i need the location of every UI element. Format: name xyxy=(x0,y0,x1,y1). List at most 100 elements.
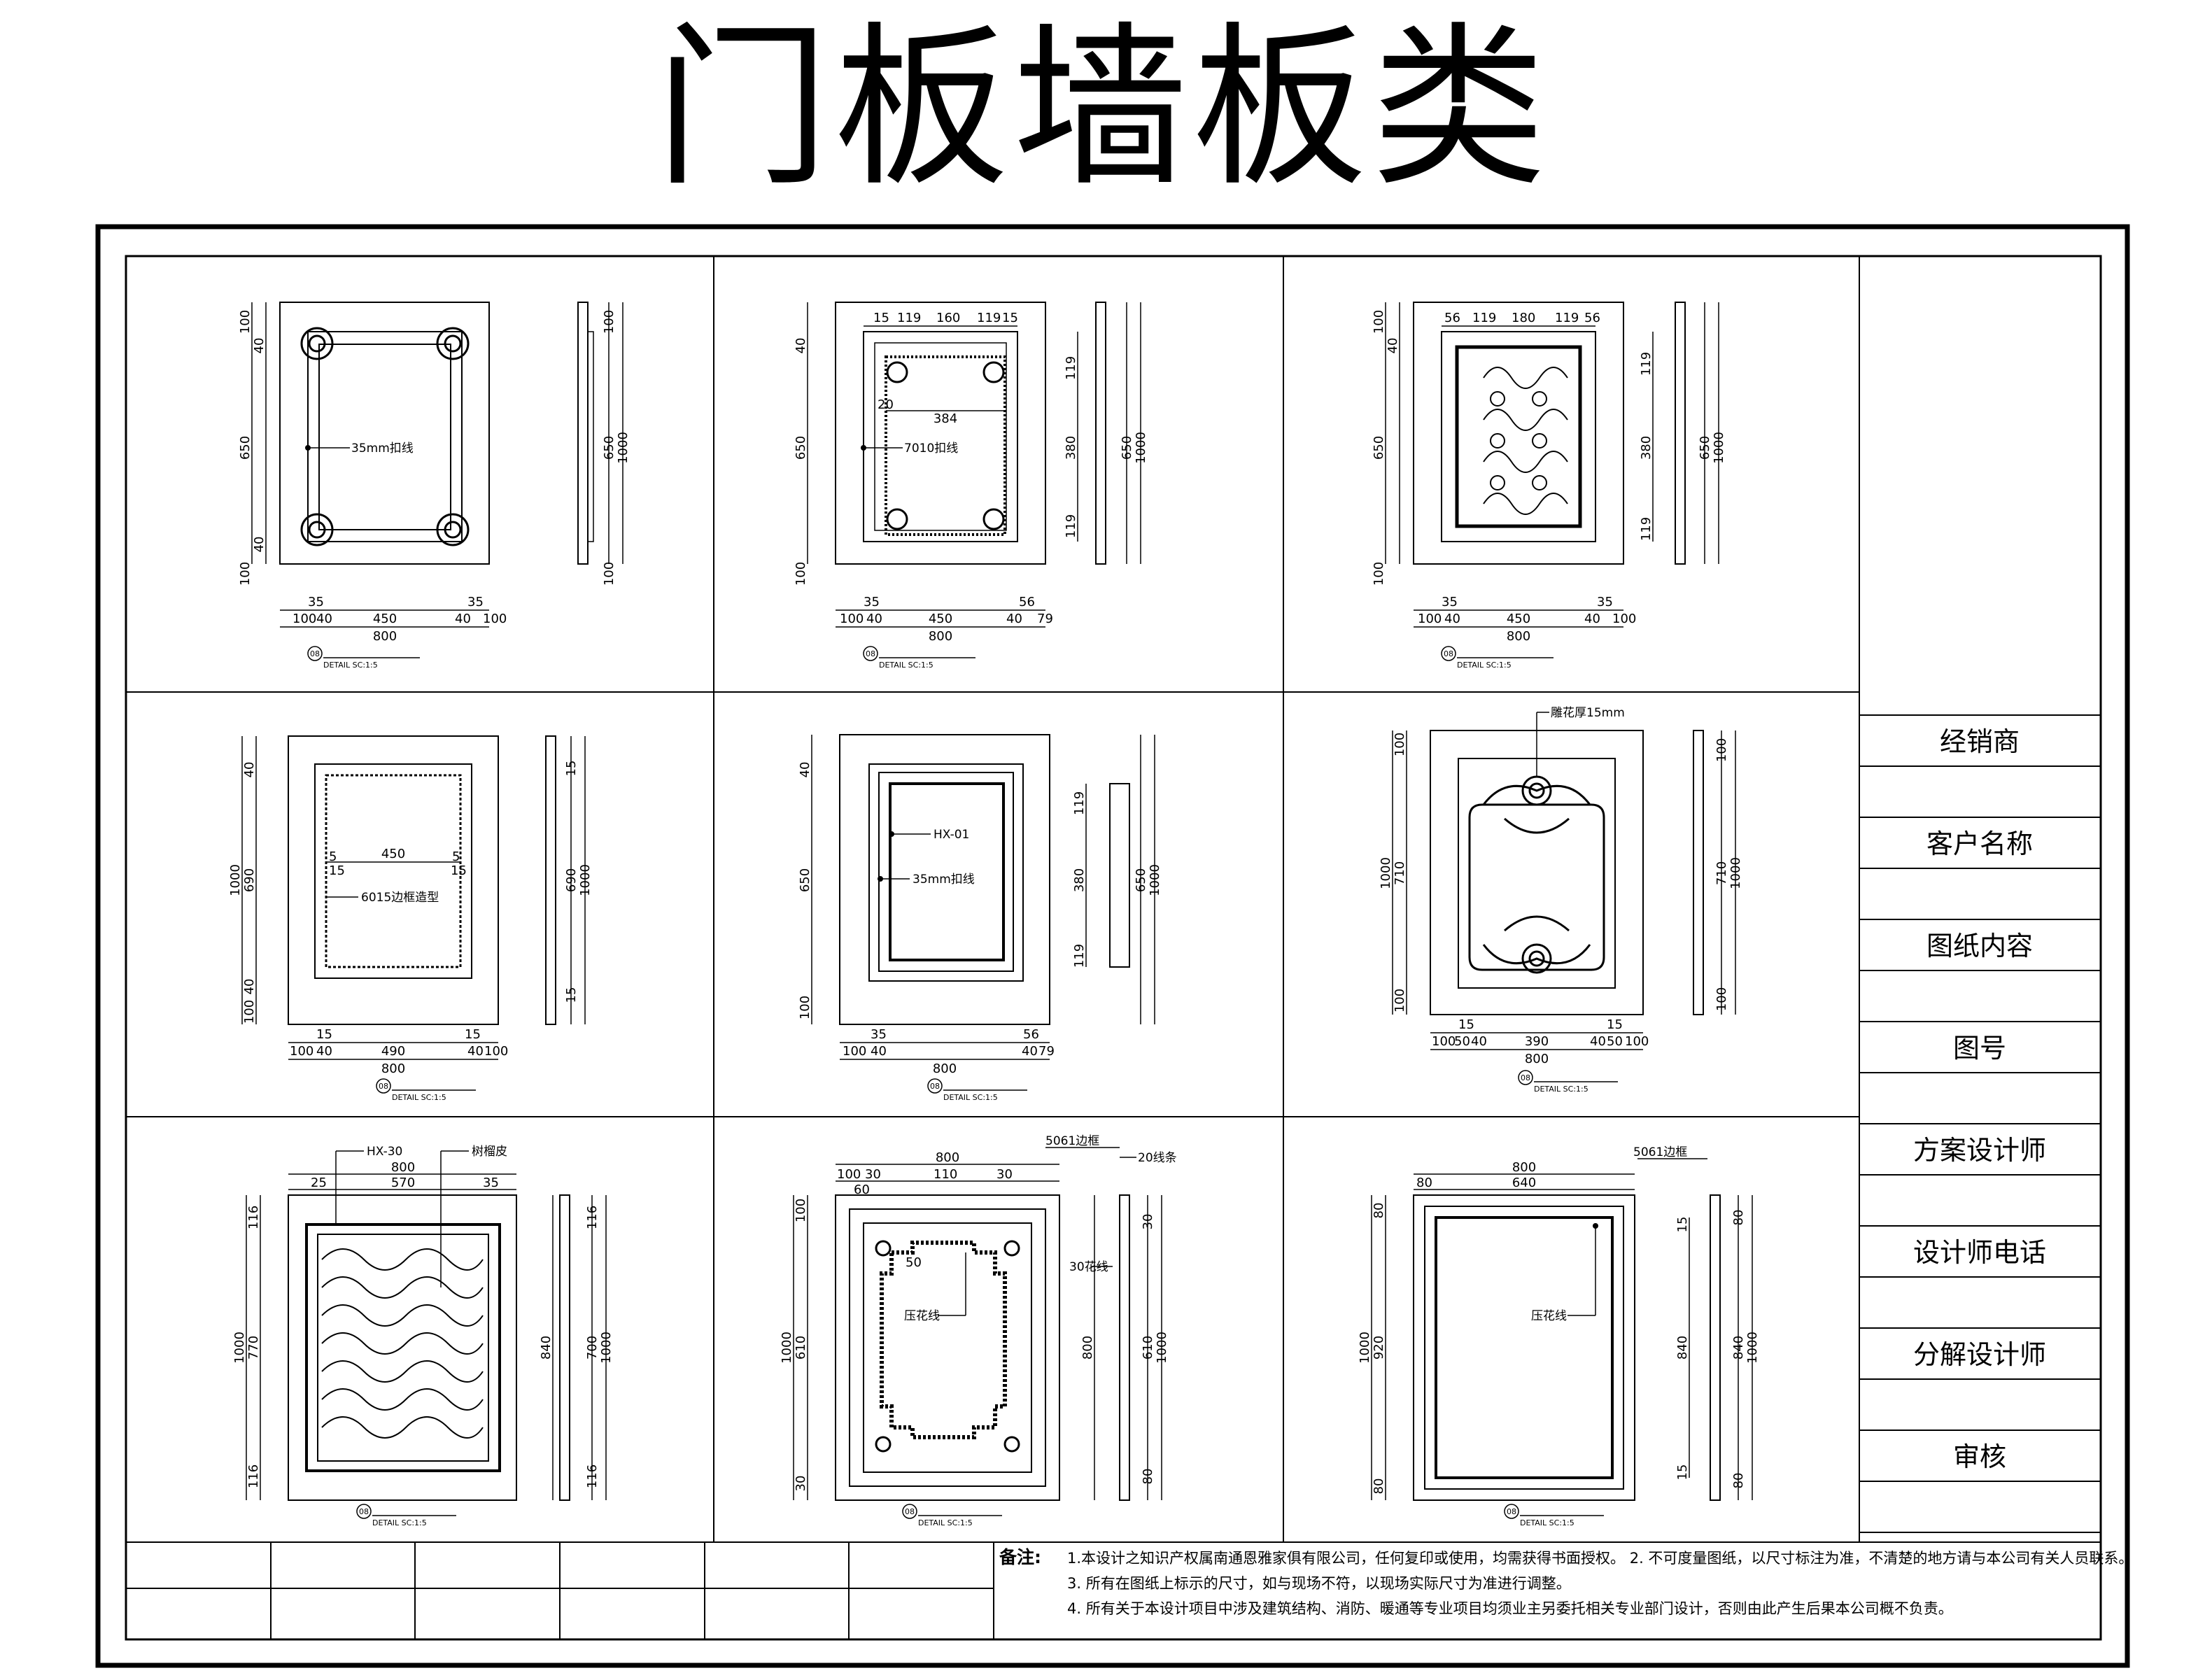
dim-label: 40 xyxy=(467,1044,484,1059)
dim-label: 770 xyxy=(246,1336,261,1360)
dim-label: 15 xyxy=(873,311,889,325)
dim-label: 710 xyxy=(1393,861,1407,885)
dim-label: 35 xyxy=(467,595,484,609)
dim-label: 100 xyxy=(840,612,864,626)
dim-label: 35 xyxy=(871,1027,887,1042)
dim-label: 119 xyxy=(897,311,921,325)
side-profile xyxy=(1693,730,1704,1015)
title-block-label: 方案设计师 xyxy=(1913,1135,2046,1166)
panel-drawing-7: HX-30 树榴皮 800 570 25 35 1000 770 116 116… xyxy=(232,1145,614,1527)
dim-label: 80 xyxy=(1731,1210,1746,1226)
panel-caption: DETAIL SC:1:5 xyxy=(392,1093,446,1102)
title-block-label: 客户名称 xyxy=(1926,828,2033,859)
dim-label: 80 xyxy=(1731,1473,1746,1489)
panel-caption: DETAIL SC:1:5 xyxy=(918,1518,973,1527)
dim-label: 5 xyxy=(452,849,460,864)
dim-label: 840 xyxy=(1675,1336,1690,1360)
dim-label: 40 xyxy=(455,612,471,626)
molding-frame xyxy=(868,763,1024,982)
molding-label: 7010扣线 xyxy=(904,442,958,456)
dim-label: 800 xyxy=(1507,629,1530,644)
dim-label: 100 xyxy=(794,562,808,586)
molding-frame xyxy=(305,1223,501,1472)
dim-label: 100 xyxy=(238,562,253,586)
dim-label: 80 xyxy=(1416,1176,1432,1190)
caption-tag: 08 xyxy=(905,1507,915,1516)
dim-label: 100 xyxy=(1714,738,1729,762)
dim-label: 40 xyxy=(1590,1034,1606,1049)
corner-ornament xyxy=(300,327,470,546)
dim-label: 40 xyxy=(252,338,267,354)
title-block-label: 设计师电话 xyxy=(1913,1237,2046,1268)
panel-drawing-8: 压花线 800 100 30 110 30 60 50 5061边框 20线条 … xyxy=(780,1134,1177,1527)
side-profile xyxy=(1095,302,1106,565)
carved-border xyxy=(325,774,462,968)
dim-label: 40 xyxy=(866,612,882,626)
caption-tag: 08 xyxy=(866,649,875,658)
notes: 备注: 1.本设计之知识产权属南通恩雅家俱有限公司，任何复印或使用，均需获得书面… xyxy=(999,1547,2133,1617)
molding-frame xyxy=(863,331,1018,542)
dim-label: 15 xyxy=(564,761,579,777)
dim-label: 160 xyxy=(936,311,960,325)
dim-label: 50 xyxy=(1454,1034,1470,1049)
side-profile-molding xyxy=(587,331,594,542)
dim-label: 650 xyxy=(602,436,617,460)
title-block-label: 经销商 xyxy=(1940,726,2020,757)
dim-label: 1000 xyxy=(1358,1332,1372,1364)
door-panel-outline xyxy=(288,735,499,1025)
dim-label: 650 xyxy=(1372,436,1386,460)
dim-label: 40 xyxy=(242,762,257,778)
dim-label: 25 xyxy=(311,1176,327,1190)
damask-pattern xyxy=(1483,367,1568,515)
model-label: HX-30 xyxy=(367,1145,402,1159)
dim-label: 100 xyxy=(1714,987,1729,1011)
page-title: 门板墙板类 xyxy=(654,6,1551,210)
title-block-label: 图纸内容 xyxy=(1926,931,2033,961)
panel-caption: DETAIL SC:1:5 xyxy=(1457,661,1512,670)
dim-label: 15 xyxy=(329,863,345,878)
dim-label: 800 xyxy=(929,629,952,644)
dim-label: 690 xyxy=(564,868,579,892)
dim-label: 15 xyxy=(1458,1017,1474,1032)
dim-label: 35 xyxy=(864,595,880,609)
dim-label: 180 xyxy=(1512,311,1535,325)
carving-label: 雕花厚15mm xyxy=(1551,706,1625,720)
caption-tag: 08 xyxy=(930,1082,940,1091)
dim-label: 100 xyxy=(837,1167,861,1182)
dim-label: 650 xyxy=(798,868,812,892)
dim-label: 100 xyxy=(238,310,253,334)
caption-tag: 08 xyxy=(1507,1507,1516,1516)
caption-tag: 08 xyxy=(1521,1073,1530,1082)
dim-label: 100 xyxy=(1612,612,1636,626)
dim-label: 80 xyxy=(1372,1203,1386,1219)
panel-caption: DETAIL SC:1:5 xyxy=(372,1518,427,1527)
dim-label: 100 xyxy=(602,562,617,586)
panel-drawing-9: 压花线 800 640 80 5061边框 1000 920 80 80 840… xyxy=(1358,1145,1760,1527)
molding-frame xyxy=(314,763,472,979)
dim-label: 50 xyxy=(1607,1034,1623,1049)
dim-label: 384 xyxy=(934,411,957,426)
dim-label: 100 xyxy=(1372,562,1386,586)
dim-label: 690 xyxy=(242,868,257,892)
panel-caption: DETAIL SC:1:5 xyxy=(1534,1085,1588,1094)
dim-label: 15 xyxy=(564,987,579,1003)
carved-border xyxy=(880,1241,1007,1439)
note-line: 4. 所有关于本设计项目中涉及建筑结构、消防、暖通等专业项目均须业主另委托相关专… xyxy=(1067,1600,1953,1617)
door-panel-outline xyxy=(839,734,1050,1025)
dim-label: 1000 xyxy=(1712,432,1726,464)
dim-label: 60 xyxy=(854,1183,870,1197)
dim-label: 56 xyxy=(1019,595,1035,609)
dim-label: 30 xyxy=(1141,1214,1155,1230)
dim-label: 100 xyxy=(602,310,617,334)
dim-label: 119 xyxy=(1555,311,1579,325)
material-label: 树榴皮 xyxy=(472,1145,507,1159)
molding-label: 20线条 xyxy=(1138,1151,1177,1165)
molding-label: HX-01 xyxy=(934,828,969,842)
dim-label: 40 xyxy=(316,1044,332,1059)
caption-tag: 08 xyxy=(379,1082,388,1091)
molding-label: 6015边框造型 xyxy=(361,891,439,905)
dim-label: 390 xyxy=(1525,1034,1549,1049)
dim-label: 100 xyxy=(1393,733,1407,756)
dim-label: 800 xyxy=(933,1061,957,1076)
dim-label: 1000 xyxy=(616,432,630,464)
